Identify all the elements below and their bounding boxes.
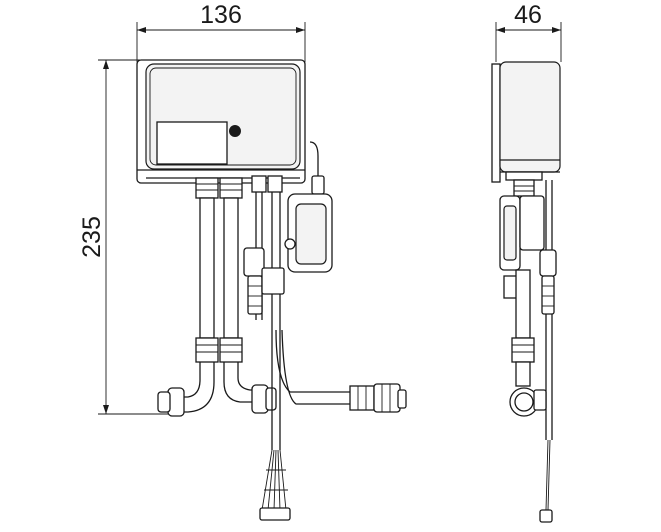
front-housing bbox=[136, 59, 306, 184]
side-housing bbox=[491, 61, 561, 183]
side-elbow-inner bbox=[514, 392, 534, 412]
sensor-dot bbox=[229, 125, 241, 137]
dimension-label-235: 235 bbox=[78, 216, 106, 258]
front-valve-assembly bbox=[243, 141, 407, 430]
dimension-label-46: 46 bbox=[514, 1, 542, 29]
front-left-pipe bbox=[157, 177, 219, 417]
side-plumbing bbox=[499, 179, 557, 440]
dimension-width-front: 136 bbox=[136, 1, 306, 62]
side-cable-harness bbox=[539, 439, 553, 523]
front-middle-pipe bbox=[219, 177, 277, 414]
dimension-height-front: 235 bbox=[78, 59, 175, 415]
front-cable-harness bbox=[259, 430, 291, 521]
display-window bbox=[156, 121, 228, 165]
dimension-label-136: 136 bbox=[200, 1, 242, 29]
dimension-depth-side: 46 bbox=[495, 1, 562, 62]
